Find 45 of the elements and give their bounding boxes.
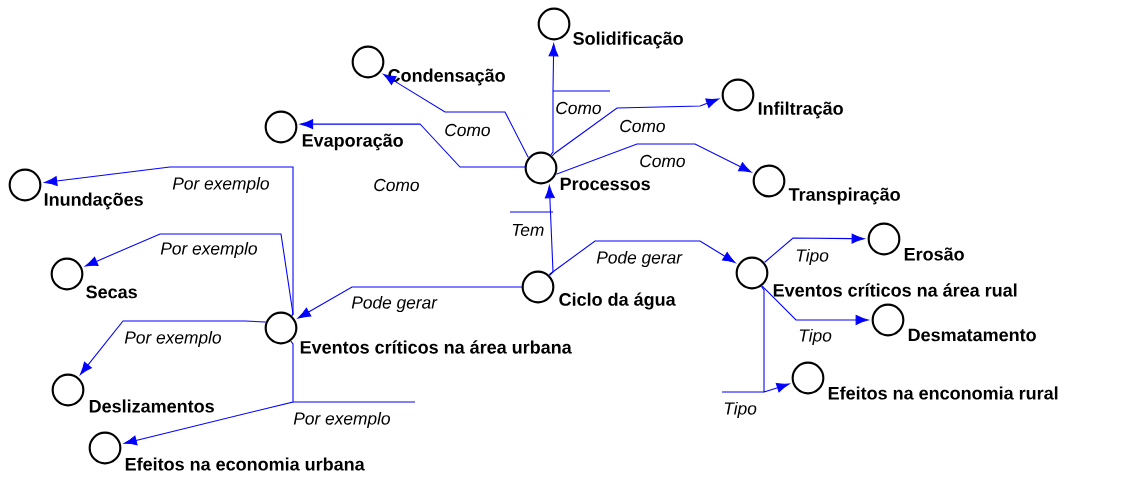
edge-label: Por exemplo: [172, 176, 269, 194]
edge-label: Por exemplo: [160, 241, 257, 259]
edge-label: Como: [640, 154, 685, 168]
edge-label: Pode gerar: [596, 250, 683, 268]
arrow: [123, 340, 416, 446]
arrow: [721, 285, 790, 393]
arrow: [764, 233, 865, 263]
edge-label: Como: [445, 123, 490, 137]
arrow: [84, 233, 294, 317]
arrow: [548, 240, 736, 276]
edge-label: Como: [374, 178, 419, 192]
concept-label: Condensação: [386, 67, 507, 87]
edge-label: Por exemplo: [293, 411, 390, 429]
arrow: [300, 119, 527, 168]
concept-label: Eventos críticos na área rual: [771, 281, 1020, 298]
concept-label: Ciclo da água: [557, 291, 677, 311]
concept-label: Eventos críticos na área urbana: [298, 338, 574, 355]
arrow: [79, 320, 267, 375]
edge-label: Tem: [512, 223, 544, 237]
concept-label: Deslizamentos: [87, 398, 216, 414]
edge-label: Tipo: [724, 401, 757, 419]
arrow: [383, 73, 530, 158]
arrow: [548, 43, 611, 156]
arrow: [555, 143, 752, 175]
arrow: [551, 98, 719, 157]
edge-label: Tipo: [799, 328, 832, 346]
concept-label: Processos: [558, 176, 652, 192]
edge-label: Tipo: [796, 248, 829, 266]
concept-label: Efeitos na enconomia rural: [826, 385, 1060, 401]
concept-label: Infiltração: [756, 100, 845, 120]
edge-label: Como: [620, 119, 665, 133]
concept-label: Inundações: [42, 191, 145, 211]
arrow: [761, 285, 869, 325]
concept-label: Efeitos na economia urbana: [123, 456, 366, 472]
concept-label: Transpiração: [787, 186, 902, 206]
arrow: [509, 185, 555, 276]
arrow: [297, 286, 523, 319]
concept-label: Erosão: [902, 246, 966, 262]
concept-label: Solidificação: [571, 30, 685, 50]
edge-label: Por exemplo: [124, 330, 221, 348]
concept-label: Evaporação: [300, 132, 405, 152]
edge-label: Pode gerar: [351, 295, 438, 313]
concept-label: Secas: [84, 284, 139, 300]
edge-label: Como: [556, 101, 601, 115]
concept-label: Desmatamento: [906, 327, 1038, 343]
